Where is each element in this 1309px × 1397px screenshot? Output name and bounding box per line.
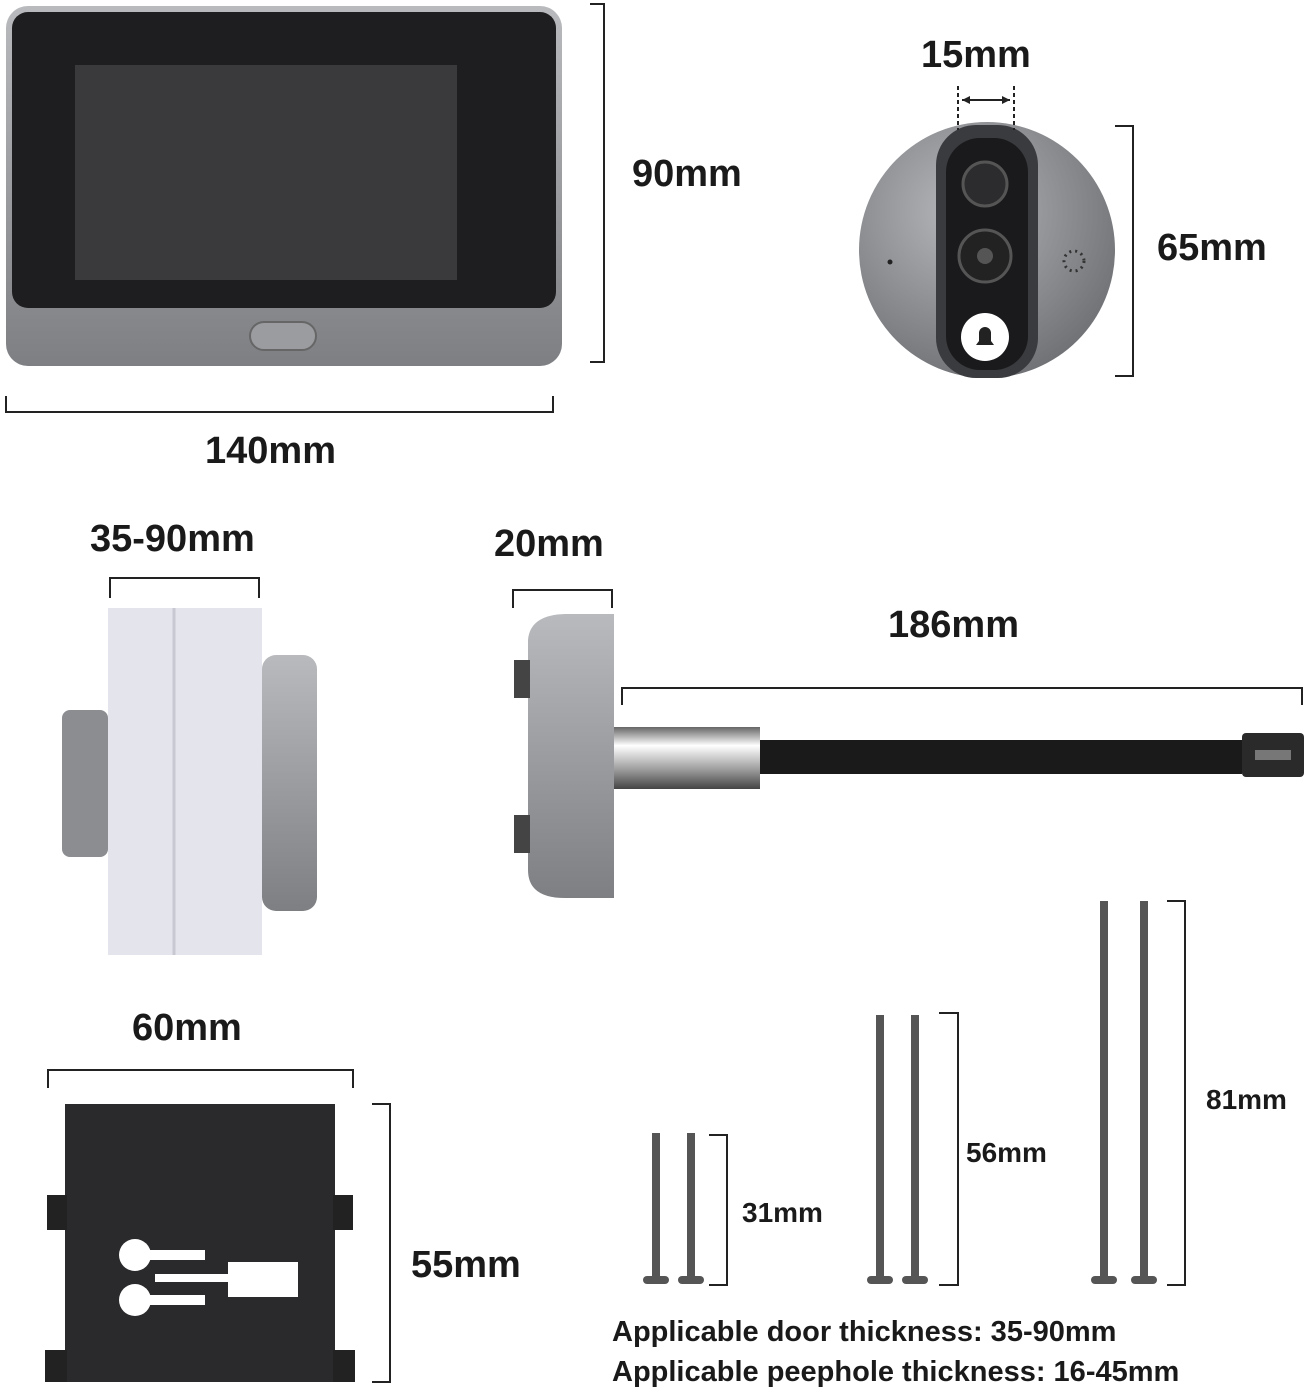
monitor-height-label: 90mm bbox=[632, 153, 742, 195]
bracket-height-label: 55mm bbox=[411, 1244, 521, 1286]
camera-side-illustration bbox=[514, 614, 1304, 898]
screws-illustration bbox=[643, 901, 1157, 1284]
bracket-illustration bbox=[45, 1104, 355, 1382]
screw-56-label: 56mm bbox=[966, 1137, 1047, 1168]
camera-front-illustration bbox=[859, 86, 1115, 378]
dimension-lines bbox=[5, 3, 1303, 1383]
camera-diameter-label: 65mm bbox=[1157, 227, 1267, 269]
monitor-width-label: 140mm bbox=[205, 430, 336, 472]
camera-lens-width-label: 15mm bbox=[921, 34, 1031, 76]
cable-length-label: 186mm bbox=[888, 604, 1019, 646]
door-thickness-label: 35-90mm bbox=[90, 518, 255, 560]
door-thickness-note: Applicable door thickness: 35-90mm bbox=[612, 1316, 1117, 1348]
peephole-thickness-note: Applicable peephole thickness: 16-45mm bbox=[612, 1356, 1180, 1388]
monitor-illustration bbox=[6, 6, 562, 366]
camera-depth-label: 20mm bbox=[494, 523, 604, 565]
screw-81-label: 81mm bbox=[1206, 1084, 1287, 1115]
screw-31-label: 31mm bbox=[742, 1197, 823, 1228]
door-side-illustration bbox=[62, 608, 317, 955]
bracket-width-label: 60mm bbox=[132, 1007, 242, 1049]
